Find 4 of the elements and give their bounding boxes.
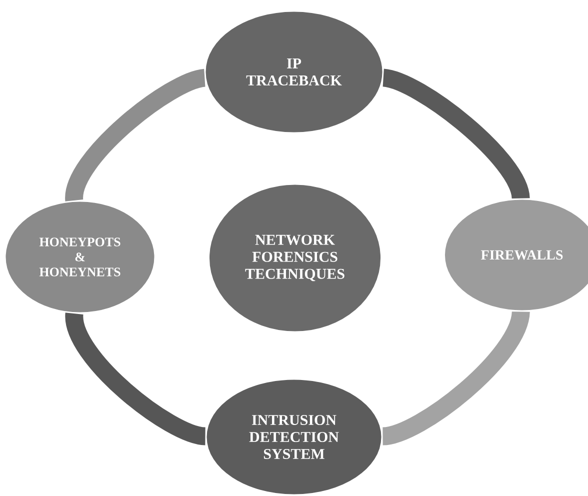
ring-arc xyxy=(382,68,530,200)
ring-arc xyxy=(381,310,530,446)
ring-arc xyxy=(65,69,207,202)
ring-arc xyxy=(65,312,207,446)
